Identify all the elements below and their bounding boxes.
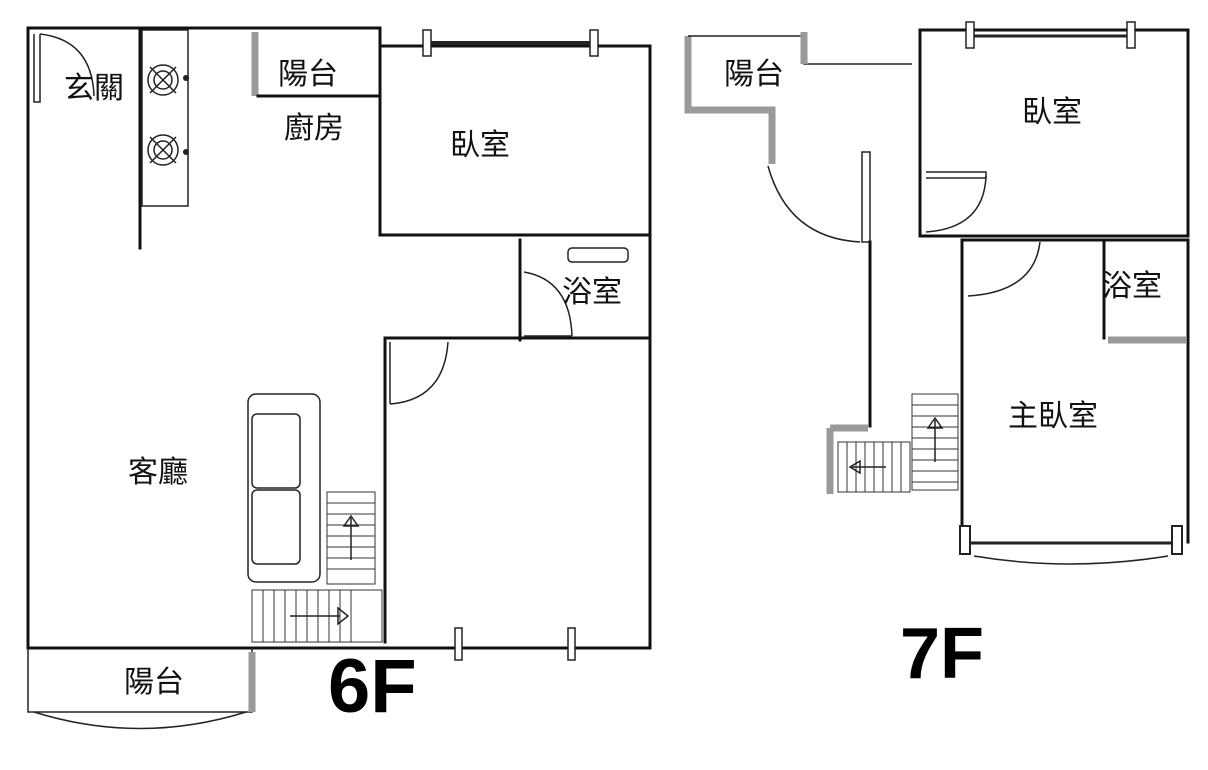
room-label-7f-bedroom: 臥室	[1022, 95, 1082, 130]
room-label-front-balcony: 陽台	[124, 665, 184, 700]
room-label-living-room: 客廳	[128, 455, 188, 490]
floor-label-6f: 6F	[328, 644, 417, 729]
room-label-7f-bathroom: 浴室	[1102, 269, 1162, 304]
room-label-bedroom: 臥室	[450, 128, 510, 163]
room-label-kitchen-balcony: 陽台	[278, 57, 338, 92]
floor-7f-plan: 陽台 臥室 浴室 主臥室 7F	[684, 21, 1190, 694]
room-label-kitchen: 廚房	[284, 111, 344, 146]
floor-6f-plan: 玄關 陽台 廚房 臥室 浴室 客廳 陽台 6F	[26, 26, 652, 730]
room-label-entrance: 玄關	[64, 71, 124, 106]
sofa-icon	[247, 393, 321, 583]
room-label-7f-balcony: 陽台	[724, 57, 784, 92]
room-label-master-bedroom: 主臥室	[1008, 399, 1098, 434]
stairs-icon	[837, 393, 959, 493]
stove-burner-icon	[147, 64, 189, 166]
room-label-bathroom: 浴室	[562, 275, 622, 310]
stairs-icon	[251, 491, 383, 643]
floor-label-7f: 7F	[900, 614, 984, 694]
